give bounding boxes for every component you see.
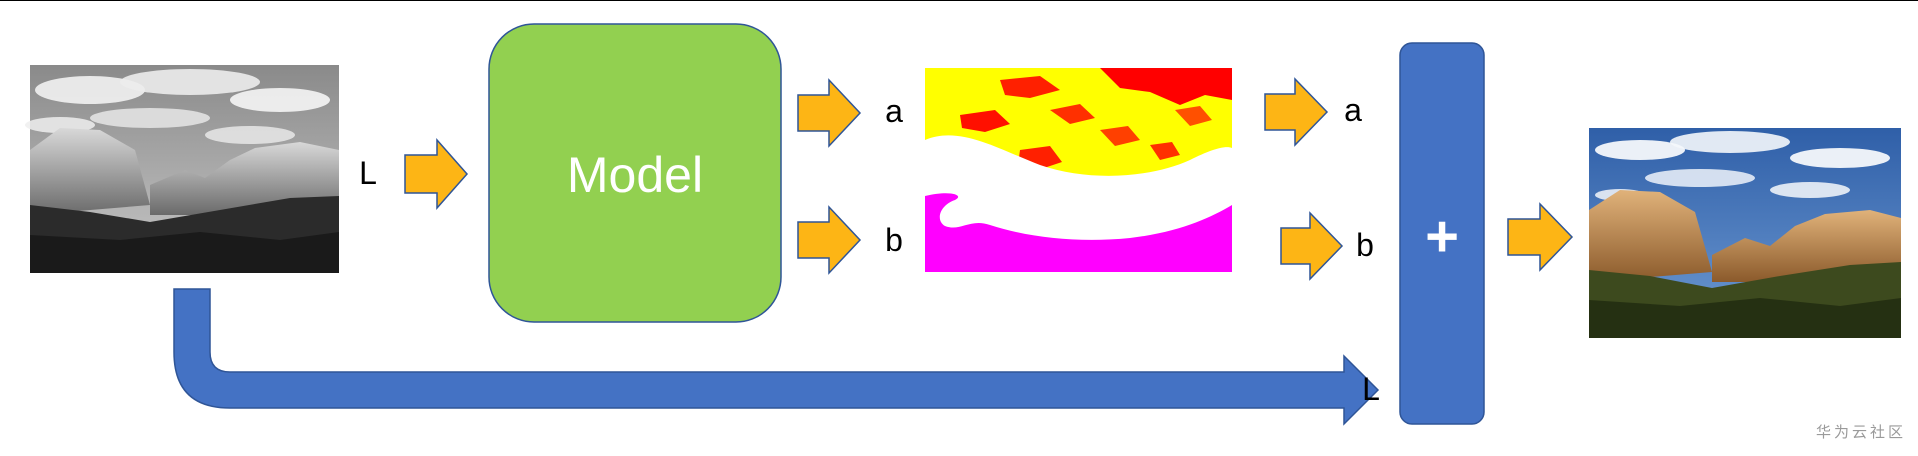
arrow-into-model — [404, 138, 469, 210]
grayscale-valley-photo — [25, 65, 339, 273]
arrow-merge-a — [1264, 77, 1329, 147]
arrow-to-a — [797, 78, 862, 148]
top-border — [0, 0, 1918, 1]
merge-a-label: a — [1344, 92, 1362, 128]
out-a-label: a — [885, 93, 903, 129]
merge-plus-bar: + — [1399, 42, 1485, 425]
watermark-text: 华为云社区 — [1816, 423, 1906, 441]
model-box: Model — [488, 23, 782, 323]
a-channel-map — [925, 68, 1232, 188]
arrow-to-output — [1507, 202, 1574, 272]
colorized-valley-photo — [1589, 128, 1901, 338]
skip-l-arrow — [173, 288, 1380, 426]
skip-l-label: L — [1362, 371, 1380, 407]
model-label: Model — [567, 147, 703, 203]
arrow-merge-b — [1280, 211, 1344, 281]
arrow-to-b — [797, 205, 862, 275]
plus-icon: + — [1425, 204, 1459, 269]
input-l-label: L — [359, 155, 377, 191]
b-channel-map — [925, 188, 1232, 272]
merge-b-label: b — [1356, 227, 1374, 263]
out-b-label: b — [885, 222, 903, 258]
